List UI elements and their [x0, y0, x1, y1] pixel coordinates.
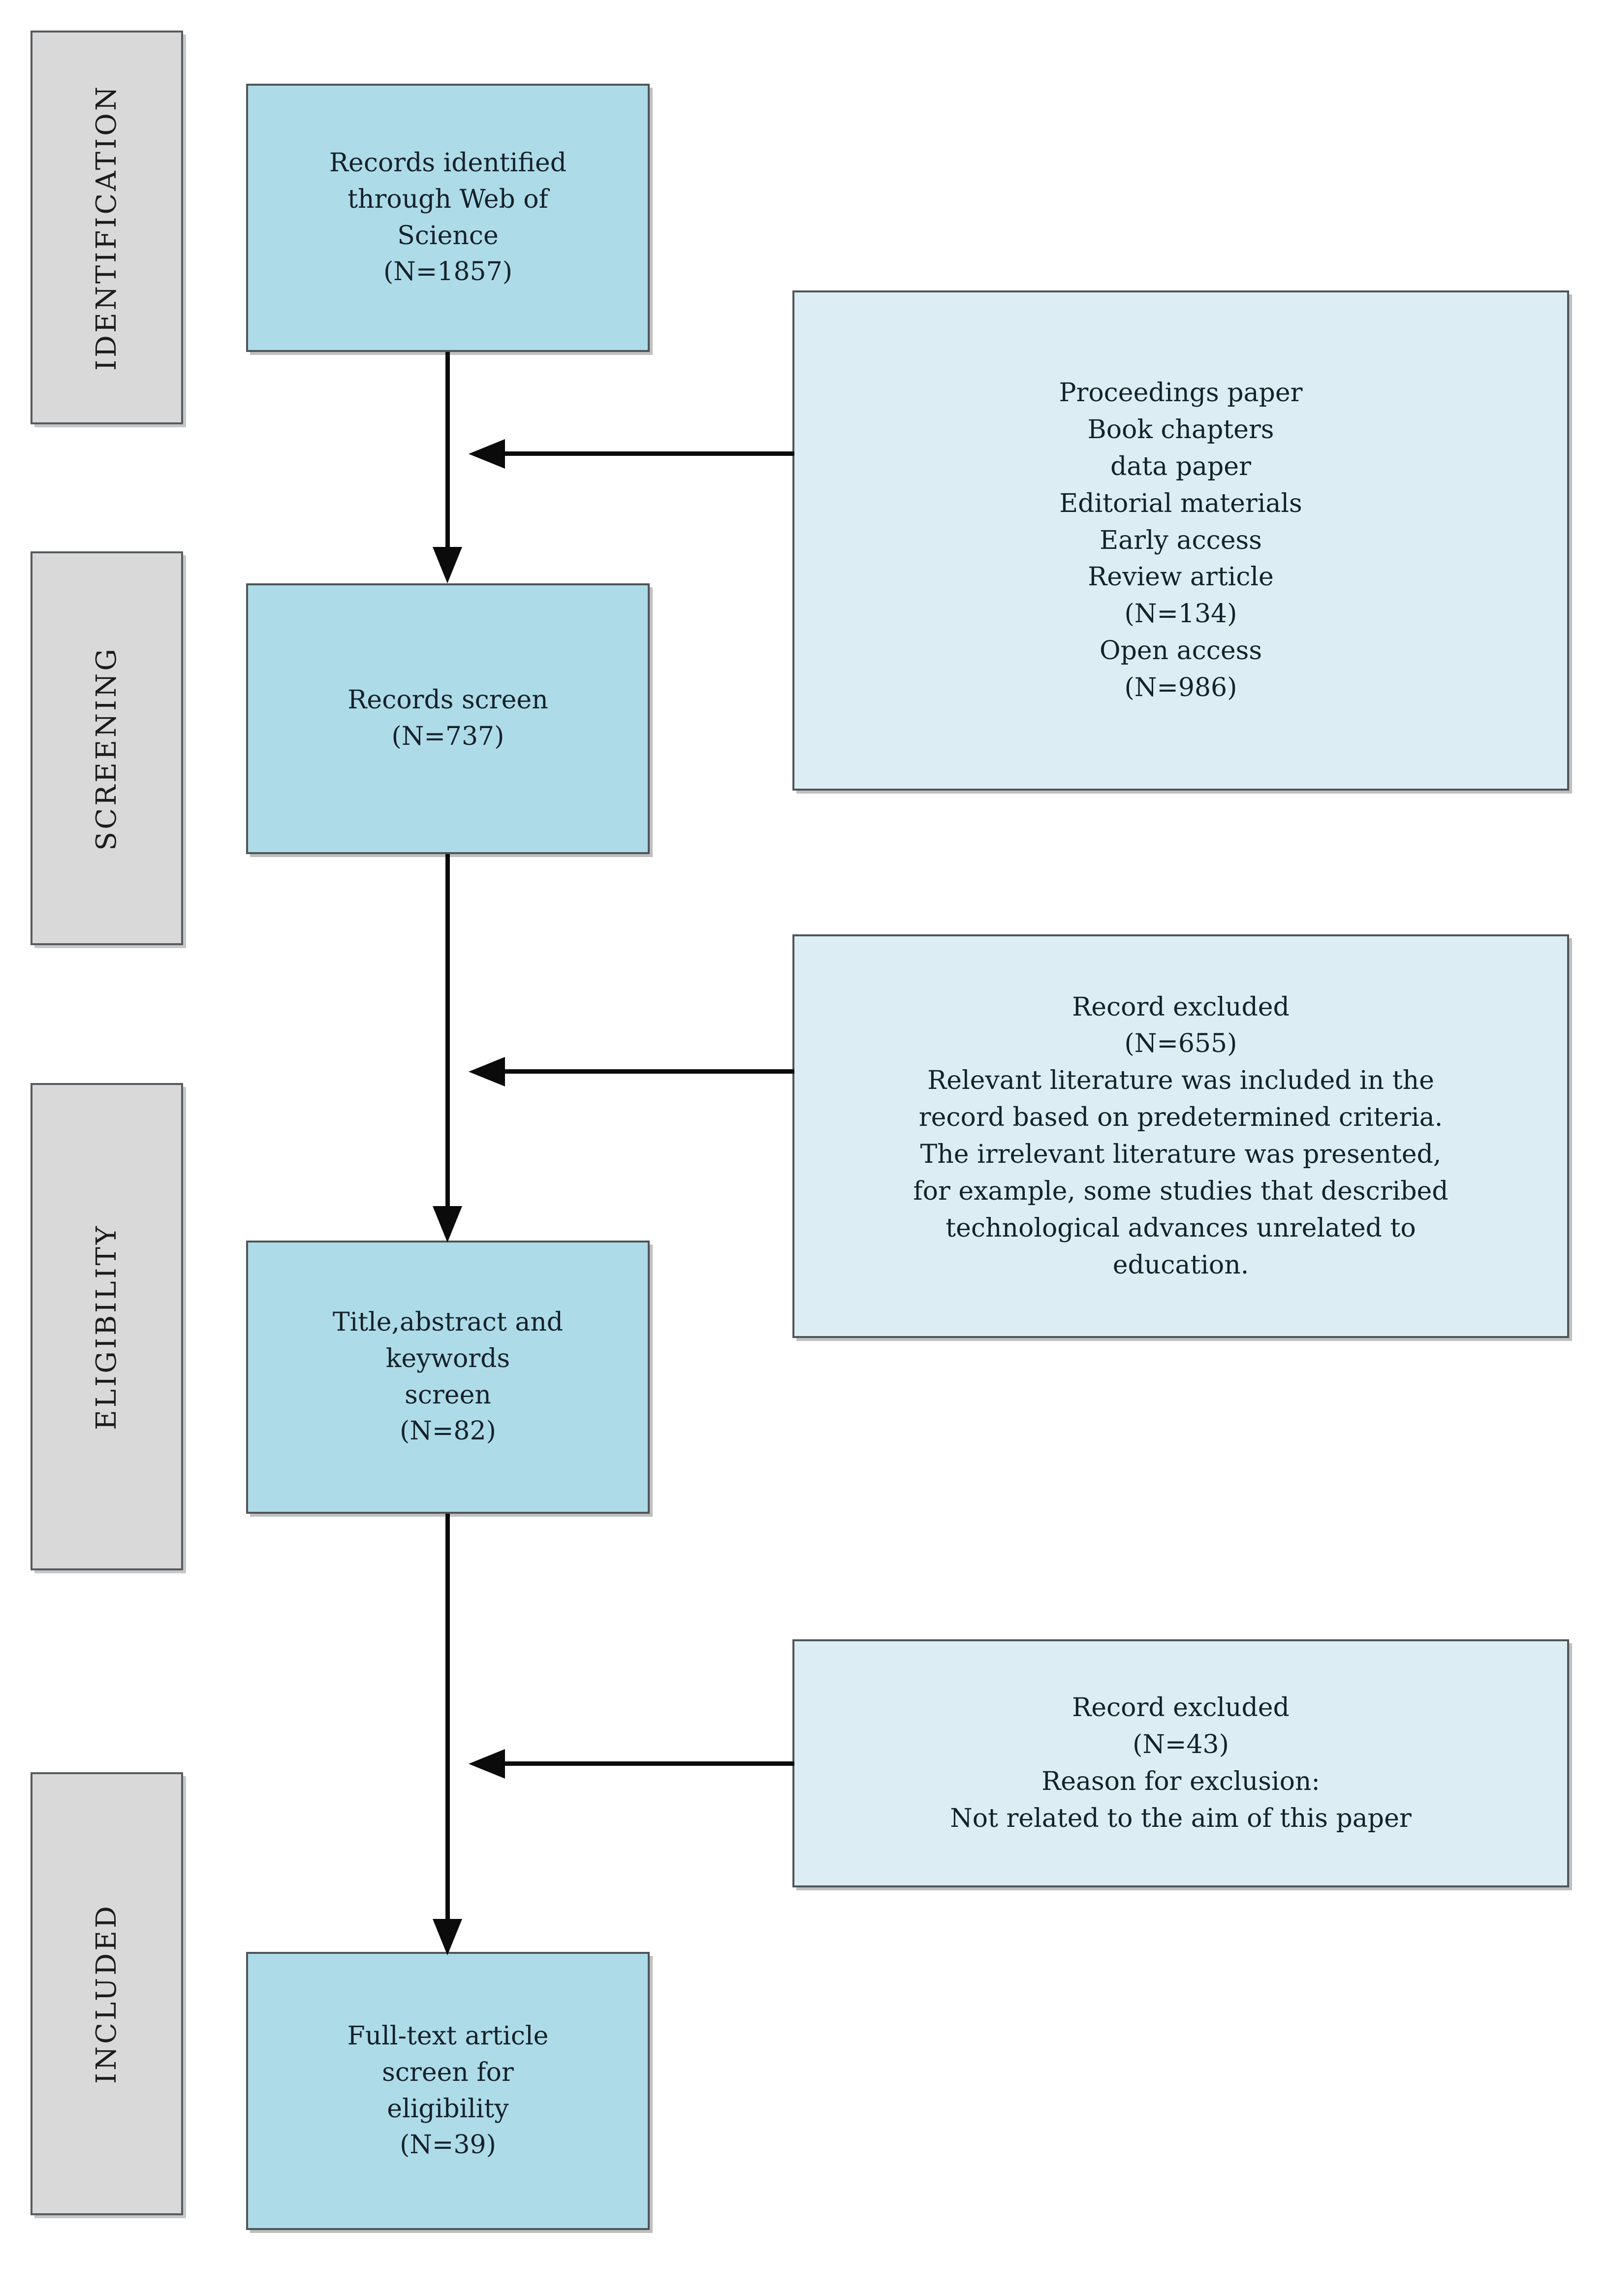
side-box-exclusion-doc-types: Proceedings paper Book chapters data pap… [792, 290, 1569, 791]
chain-box-records-screen: Records screen (N=737) [246, 583, 650, 854]
chain-box-title-abstract-keywords-text: Title,abstract and keywords screen (N=82… [332, 1307, 564, 1446]
connector-doc-types-arrowhead [469, 439, 505, 469]
connector-doc-types-line [504, 451, 794, 456]
connector-identified-to-screen-line [445, 352, 450, 549]
chain-box-full-text-screen: Full-text article screen for eligibility… [246, 1952, 650, 2230]
stage-box-screening: SCREENING [31, 551, 183, 945]
chain-box-title-abstract-keywords: Title,abstract and keywords screen (N=82… [246, 1241, 650, 1514]
side-box-exclusion-screening: Record excluded (N=655) Relevant literat… [792, 934, 1569, 1338]
stage-box-included: INCLUDED [31, 1772, 183, 2215]
connector-screening-exclusion-arrowhead [469, 1057, 505, 1086]
chain-box-records-identified: Records identified through Web of Scienc… [246, 84, 650, 352]
chain-box-full-text-screen-text: Full-text article screen for eligibility… [347, 2021, 549, 2160]
connector-screening-exclusion-line [504, 1069, 794, 1074]
chain-box-records-screen-text: Records screen (N=737) [347, 685, 548, 751]
side-box-exclusion-doc-types-text: Proceedings paper Book chapters data pap… [1059, 378, 1303, 703]
connector-title-to-fulltext-line [445, 1514, 450, 1922]
connector-title-to-fulltext-arrow [433, 1919, 462, 1955]
connector-screen-to-title-arrow [433, 1206, 462, 1243]
stage-label-screening: SCREENING [91, 646, 123, 851]
connector-eligibility-exclusion-arrowhead [469, 1749, 505, 1779]
stage-box-identification: IDENTIFICATION [31, 31, 183, 424]
connector-eligibility-exclusion-line [504, 1761, 794, 1766]
connector-screen-to-title-line [445, 854, 450, 1209]
side-box-exclusion-eligibility-text: Record excluded (N=43) Reason for exclus… [950, 1693, 1412, 1833]
stage-label-identification: IDENTIFICATION [91, 84, 123, 371]
chain-box-records-identified-text: Records identified through Web of Scienc… [329, 148, 567, 287]
connector-identified-to-screen-arrow [433, 547, 462, 583]
side-box-exclusion-screening-text: Record excluded (N=655) Relevant literat… [913, 992, 1449, 1280]
stage-label-included: INCLUDED [91, 1904, 123, 2084]
side-box-exclusion-eligibility: Record excluded (N=43) Reason for exclus… [792, 1639, 1569, 1887]
stage-box-eligibility: ELIGIBILITY [31, 1083, 183, 1570]
stage-label-eligibility: ELIGIBILITY [91, 1223, 123, 1430]
